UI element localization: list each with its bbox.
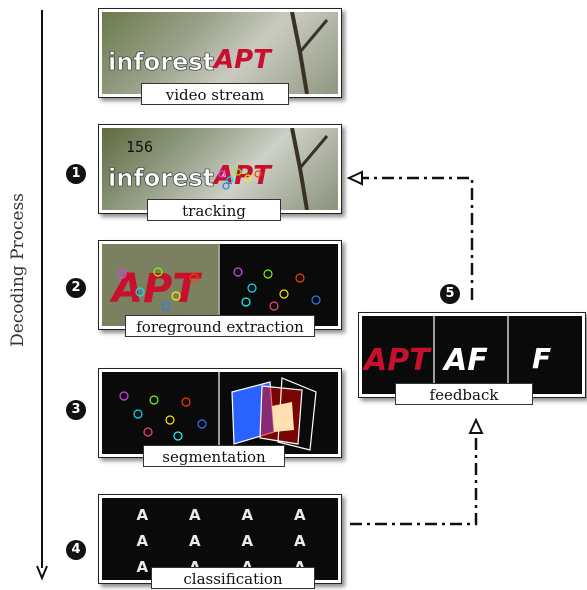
decoding-axis-arrowhead — [36, 565, 48, 581]
video-stream-caption: video stream — [141, 83, 289, 105]
step-1-badge: 1 — [66, 164, 86, 184]
segmentation-scene — [119, 372, 317, 454]
class-glyph: A — [241, 532, 254, 550]
feedback-glyph-2: F — [532, 342, 551, 375]
tracking-logo-text: APT — [212, 161, 273, 191]
step-3-badge: 3 — [66, 400, 86, 420]
class-glyph: A — [136, 558, 149, 576]
feedback-caption: feedback — [395, 383, 533, 405]
video-logo-text: APT — [212, 45, 273, 75]
segmentation-panel: segmentation — [98, 368, 342, 467]
foreground-logo-text: APT — [109, 266, 202, 312]
tracking-frame-scene: 156 inforest APT — [108, 128, 329, 210]
tracking-caption: tracking — [147, 199, 281, 221]
decoding-process-label: Decoding Process — [2, 180, 34, 360]
class-glyph: A — [293, 532, 306, 550]
feedback-to-tracking-connector — [360, 176, 474, 300]
classification-caption: classification — [151, 567, 315, 589]
tracking-panel: 156 inforest APT tracking — [98, 124, 342, 221]
step-2-badge: 2 — [66, 278, 86, 298]
tracking-counter: 156 — [126, 138, 153, 156]
video-overlay-text: inforest — [108, 48, 214, 76]
feedback-logo-text: APT — [362, 343, 432, 378]
video-stream-panel: inforest APT video stream — [98, 8, 342, 105]
tracking-frame: 156 inforest APT — [102, 128, 338, 210]
feedback-frame: APT AF F — [362, 316, 582, 394]
class-glyph: A — [293, 506, 306, 524]
class-glyph: A — [241, 506, 254, 524]
class-glyph: A — [136, 506, 149, 524]
step-5-badge: 5 — [440, 284, 460, 304]
decoding-process-text: Decoding Process — [8, 193, 28, 347]
class-glyph: A — [188, 532, 201, 550]
video-frame-scene: inforest APT — [108, 12, 329, 94]
foreground-scene: APT — [102, 244, 321, 326]
tracking-overlay-text: inforest — [108, 164, 214, 192]
segmentation-frame — [102, 372, 338, 454]
video-stream-frame: inforest APT — [102, 12, 338, 94]
feedback-glyph-1: AF — [442, 343, 488, 378]
class-glyph: A — [188, 506, 201, 524]
step-4-badge: 4 — [66, 540, 86, 560]
foreground-panel: APT foreground extraction — [98, 240, 342, 337]
feedback-input-arrowhead — [468, 417, 484, 434]
foreground-frame: APT — [102, 244, 338, 326]
tracking-input-arrowhead — [346, 170, 363, 186]
segmentation-caption: segmentation — [143, 445, 285, 467]
class-glyph: A — [136, 532, 149, 550]
feedback-panel: APT AF F feedback — [358, 312, 586, 405]
classification-panel: A A A A A A A A A A A A classification — [98, 494, 342, 589]
foreground-caption: foreground extraction — [125, 315, 315, 337]
classification-to-feedback-connector — [350, 430, 478, 526]
feedback-scene: APT AF F — [362, 316, 551, 394]
